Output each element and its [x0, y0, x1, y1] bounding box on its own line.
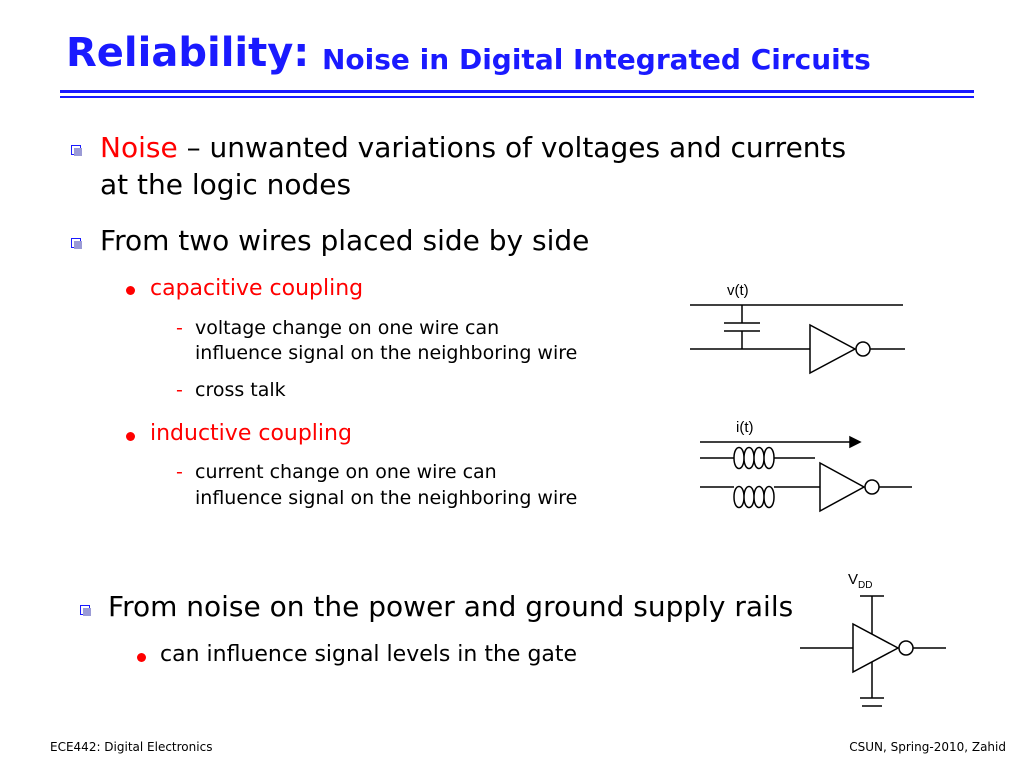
slide-subtitle: Noise in Digital Integrated Circuits: [322, 43, 871, 76]
round-bullet-icon: [126, 286, 135, 295]
noise-definition-line2: at the logic nodes: [100, 168, 352, 201]
title-rule-thin: [60, 96, 974, 98]
square-bullet-icon: [71, 145, 82, 156]
square-bullet-icon: [80, 605, 91, 616]
capacitive-item-2: cross talk: [195, 379, 286, 401]
footer-course: ECE442: Digital Electronics: [50, 740, 213, 754]
bullet-two-wires: From two wires placed side by side: [100, 224, 590, 257]
capacitive-item-1: voltage change on one wire can: [195, 317, 500, 339]
bullet-supply-rails: From noise on the power and ground suppl…: [108, 590, 794, 623]
inductor-coil-icon: [733, 446, 775, 470]
round-bullet-icon: [137, 653, 146, 662]
noise-definition: – unwanted variations of voltages and cu…: [177, 131, 847, 164]
capacitive-coupling-label: capacitive coupling: [150, 276, 364, 301]
vdd-label: VDD: [848, 571, 873, 591]
voltage-label: v(t): [727, 282, 749, 299]
bullet-noise: Noise – unwanted variations of voltages …: [100, 131, 846, 164]
inductor-coil-icon: [733, 485, 775, 509]
round-bullet-icon: [126, 432, 135, 441]
footer-info: CSUN, Spring-2010, Zahid: [849, 740, 1006, 754]
dash-bullet: -: [176, 379, 183, 401]
capacitive-coupling-diagram: [690, 304, 905, 375]
inverter-icon: [809, 323, 857, 375]
inverter-icon: [819, 461, 866, 513]
current-label: i(t): [736, 419, 754, 436]
supply-sub-bullet: can influence signal levels in the gate: [160, 642, 578, 667]
inductive-coupling-label: inductive coupling: [150, 421, 352, 446]
inverter-icon: [852, 622, 900, 674]
capacitive-item-1-line2: influence signal on the neighboring wire: [195, 342, 578, 364]
dash-bullet: -: [176, 317, 183, 339]
inductive-item-1: current change on one wire can: [195, 461, 497, 483]
slide-title: Reliability:: [66, 30, 310, 76]
supply-rails-diagram: [800, 595, 946, 707]
inductive-coupling-diagram: [700, 435, 912, 513]
arrow-right-icon: [849, 435, 862, 449]
title-rule-thick: [60, 90, 974, 93]
inductive-item-1-line2: influence signal on the neighboring wire: [195, 487, 578, 509]
square-bullet-icon: [71, 238, 82, 249]
dash-bullet: -: [176, 461, 183, 483]
noise-keyword: Noise: [100, 131, 178, 164]
